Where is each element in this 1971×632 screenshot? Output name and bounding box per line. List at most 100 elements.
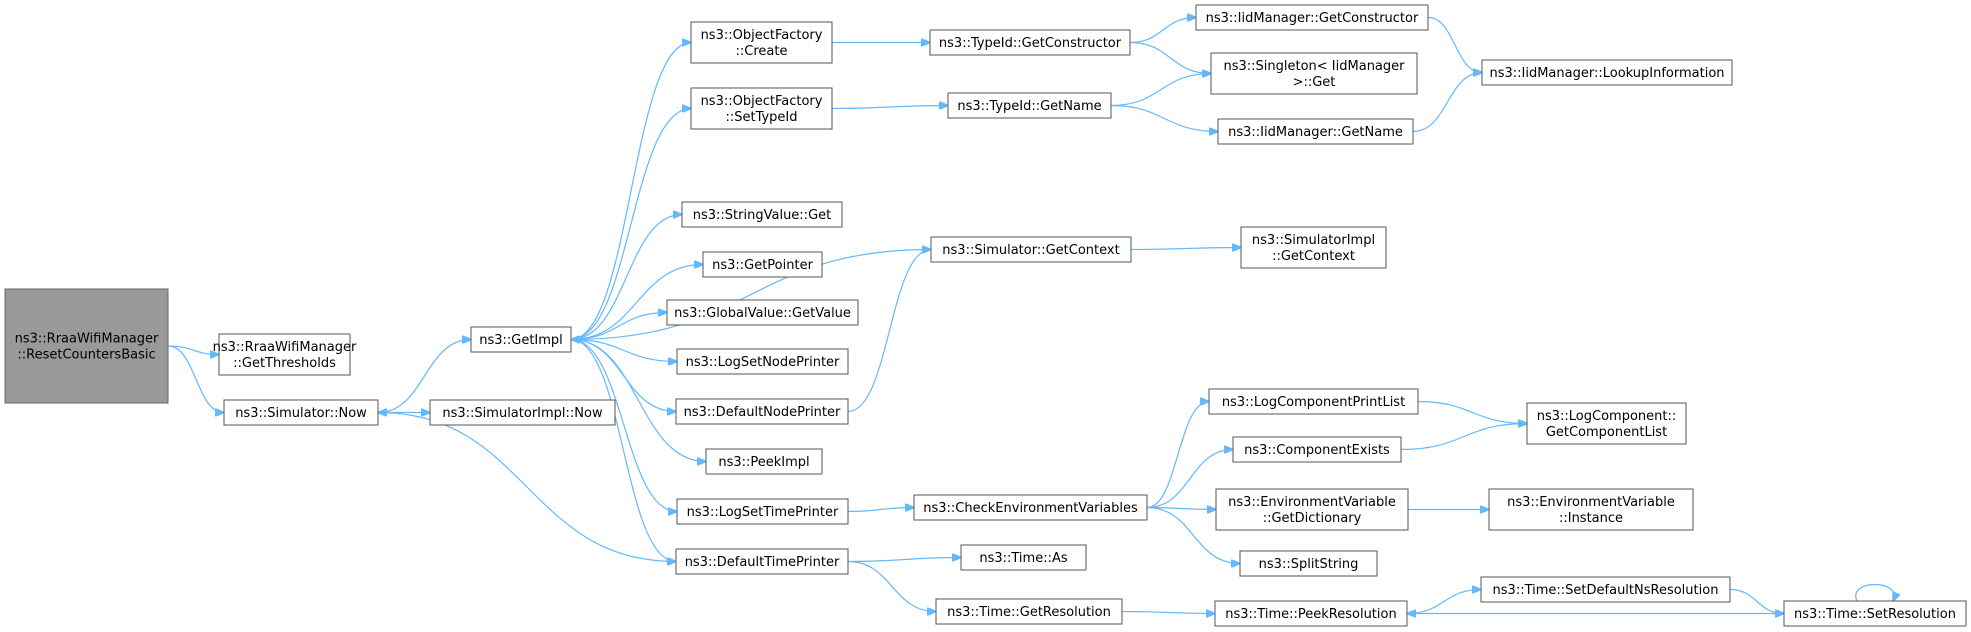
node-label: ns3::SplitString (1259, 557, 1359, 572)
node-label: GetComponentList (1546, 425, 1667, 440)
node-box (690, 21, 833, 64)
edge-reset-counters-to-get-thresholds (167, 345, 219, 355)
node-label: ns3::CheckEnvironmentVariables (923, 501, 1138, 516)
node-label: ns3::SimulatorImpl (1252, 233, 1375, 248)
node-iid-lookupinformation[interactable]: ns3::IidManager::LookupInformation (1481, 59, 1733, 86)
node-label: ns3::EnvironmentVariable (1507, 495, 1675, 510)
node-log-component-print-list[interactable]: ns3::LogComponentPrintList (1208, 388, 1419, 415)
node-box (1783, 600, 1967, 627)
node-box (1208, 388, 1419, 415)
node-of-settypeid[interactable]: ns3::ObjectFactory::SetTypeId (690, 87, 833, 130)
edge-of-settypeid-to-typeid-getname (831, 106, 948, 109)
node-stringvalue-get[interactable]: ns3::StringValue::Get (681, 201, 843, 228)
node-box (935, 598, 1123, 625)
edge-time-peekresolution-to-time-setdefaultnsresolution (1406, 590, 1481, 615)
node-label: ns3::LogComponent:: (1537, 409, 1677, 424)
node-label: ns3::PeekImpl (718, 455, 809, 470)
node-envvar-getdictionary[interactable]: ns3::EnvironmentVariable::GetDictionary (1215, 488, 1409, 531)
edge-log-set-time-printer-to-check-env-vars (847, 508, 914, 513)
node-label: ns3::RraaWifiManager (213, 340, 357, 355)
node-envvar-instance[interactable]: ns3::EnvironmentVariable::Instance (1488, 488, 1694, 531)
node-typeid-getconstructor[interactable]: ns3::TypeId::GetConstructor (929, 29, 1131, 56)
edge-default-node-printer-to-sim-getcontext (847, 250, 931, 413)
node-box (1195, 4, 1429, 31)
node-box (1210, 52, 1418, 95)
edge-time-setdefaultnsresolution-to-time-setresolution (1729, 588, 1784, 614)
edges-layer (167, 18, 1894, 615)
node-label: >::Get (1293, 75, 1336, 90)
edge-get-impl-to-get-pointer (570, 265, 703, 341)
node-box (666, 299, 859, 326)
edge-component-exists-to-logcomponent-getcomponentlist (1400, 424, 1527, 451)
node-box (1214, 600, 1408, 627)
node-box (676, 348, 849, 375)
node-iid-getconstructor[interactable]: ns3::IidManager::GetConstructor (1195, 4, 1429, 31)
node-label: ns3::ObjectFactory (701, 28, 823, 43)
node-box (681, 201, 843, 228)
edge-sim-getcontext-to-simimpl-getcontext (1130, 248, 1241, 250)
node-of-create[interactable]: ns3::ObjectFactory::Create (690, 21, 833, 64)
node-label: ns3::GetPointer (712, 258, 813, 273)
node-split-string[interactable]: ns3::SplitString (1239, 550, 1378, 577)
node-box (702, 251, 823, 278)
node-sim-getcontext[interactable]: ns3::Simulator::GetContext (930, 236, 1132, 263)
edge-default-time-printer-to-time-getresolution (847, 560, 936, 612)
node-box (675, 548, 849, 575)
edge-check-env-vars-to-split-string (1146, 506, 1240, 564)
edge-time-setresolution-to-time-setresolution (1855, 584, 1894, 602)
node-check-env-vars[interactable]: ns3::CheckEnvironmentVariables (913, 494, 1148, 521)
node-component-exists[interactable]: ns3::ComponentExists (1232, 436, 1402, 463)
node-label: ::ResetCountersBasic (17, 348, 155, 363)
node-time-peekresolution[interactable]: ns3::Time::PeekResolution (1214, 600, 1408, 627)
edge-check-env-vars-to-component-exists (1146, 450, 1233, 509)
node-singleton-get[interactable]: ns3::Singleton< IidManager>::Get (1210, 52, 1418, 95)
node-label: ::GetDictionary (1263, 511, 1362, 526)
node-time-as[interactable]: ns3::Time::As (960, 544, 1087, 571)
node-log-set-time-printer[interactable]: ns3::LogSetTimePrinter (676, 498, 849, 525)
node-label: ns3::Time::SetDefaultNsResolution (1493, 583, 1719, 598)
edge-typeid-getname-to-singleton-get (1110, 74, 1211, 107)
node-label: ns3::GetImpl (479, 333, 563, 348)
node-time-setresolution[interactable]: ns3::Time::SetResolution (1783, 600, 1967, 627)
node-box (960, 544, 1087, 571)
node-label: ::GetThresholds (233, 356, 336, 371)
node-label: ns3::StringValue::Get (693, 208, 831, 223)
node-box (470, 326, 572, 353)
node-globalvalue-getvalue[interactable]: ns3::GlobalValue::GetValue (666, 299, 859, 326)
node-label: ::SetTypeId (725, 110, 797, 125)
nodes-layer: ns3::RraaWifiManager::ResetCountersBasic… (4, 4, 1967, 627)
node-box (675, 398, 849, 425)
node-iid-getname[interactable]: ns3::IidManager::GetName (1217, 118, 1414, 145)
edge-default-time-printer-to-sim-now (378, 413, 677, 563)
node-label: ::Create (736, 44, 788, 59)
edge-get-impl-to-of-settypeid (570, 109, 691, 341)
node-log-set-node-printer[interactable]: ns3::LogSetNodePrinter (676, 348, 849, 375)
node-box (930, 236, 1132, 263)
node-default-time-printer[interactable]: ns3::DefaultTimePrinter (675, 548, 849, 575)
edge-log-component-print-list-to-logcomponent-getcomponentlist (1417, 400, 1527, 424)
node-default-node-printer[interactable]: ns3::DefaultNodePrinter (675, 398, 849, 425)
node-reset-counters[interactable]: ns3::RraaWifiManager::ResetCountersBasic (4, 288, 169, 404)
node-simimpl-now[interactable]: ns3::SimulatorImpl::Now (429, 399, 616, 426)
edge-get-impl-to-globalvalue-getvalue (570, 313, 667, 341)
node-simimpl-getcontext[interactable]: ns3::SimulatorImpl::GetContext (1240, 226, 1387, 269)
edge-sim-now-to-get-impl (377, 340, 471, 414)
node-label: ns3::Singleton< IidManager (1223, 59, 1405, 74)
node-sim-now[interactable]: ns3::Simulator::Now (223, 399, 379, 426)
node-get-pointer[interactable]: ns3::GetPointer (702, 251, 823, 278)
node-get-impl[interactable]: ns3::GetImpl (470, 326, 572, 353)
node-label: ::Instance (1559, 511, 1623, 526)
node-box (218, 333, 351, 376)
node-logcomponent-getcomponentlist[interactable]: ns3::LogComponent::GetComponentList (1526, 402, 1687, 445)
node-label: ns3::RraaWifiManager (15, 332, 159, 347)
node-get-thresholds[interactable]: ns3::RraaWifiManager::GetThresholds (213, 333, 357, 376)
node-box (929, 29, 1131, 56)
node-label: ns3::IidManager::GetName (1228, 125, 1403, 140)
edge-get-impl-to-log-set-node-printer (570, 338, 677, 362)
node-typeid-getname[interactable]: ns3::TypeId::GetName (947, 92, 1112, 119)
node-time-setdefaultnsresolution[interactable]: ns3::Time::SetDefaultNsResolution (1480, 576, 1731, 603)
node-time-getresolution[interactable]: ns3::Time::GetResolution (935, 598, 1123, 625)
edge-default-time-printer-to-time-as (847, 558, 961, 563)
node-peek-impl[interactable]: ns3::PeekImpl (705, 448, 823, 475)
node-label: ::GetContext (1272, 249, 1355, 264)
